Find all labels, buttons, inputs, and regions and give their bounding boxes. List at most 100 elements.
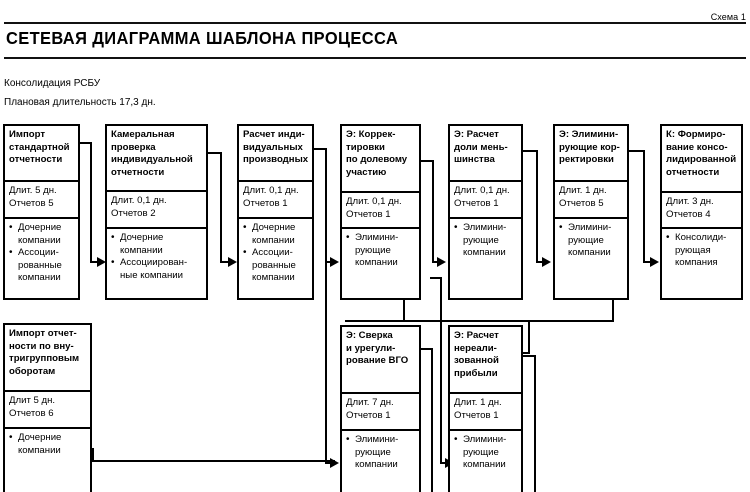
title-line: стандартной <box>9 141 70 153</box>
box-title: Э: Расчет нереали- зованной прибыли <box>450 327 521 392</box>
title-line: лидированной <box>666 154 737 166</box>
title-line: доли мень- <box>454 141 508 153</box>
arrow-to-box5 <box>437 257 446 267</box>
box-participants: Дочерние компании Ассоции- рованные комп… <box>239 217 312 287</box>
box-title: К: Формиро- вание консо- лидированной от… <box>662 126 741 191</box>
rail-box4-down <box>403 300 405 322</box>
process-box-minority-share[interactable]: Э: Расчет доли мень- шинства Длит. 0,1 д… <box>448 124 523 300</box>
connector-6-in <box>643 261 653 263</box>
box-participants: Элимини- рующие компании <box>342 227 419 272</box>
rail-intragroup-down <box>92 448 94 462</box>
duration-text: Длит. 0,1 дн. <box>111 195 167 206</box>
header-rule-bottom <box>4 57 746 59</box>
process-box-consolidated-reporting[interactable]: К: Формиро- вание консо- лидированной от… <box>660 124 743 300</box>
title-line: прибыли <box>454 367 498 379</box>
connector-4-top <box>420 160 434 162</box>
duration-text: Длит. 1 дн. <box>454 397 502 408</box>
process-box-eliminating-adjustments[interactable]: Э: Элимини- рующие кор- ректировки Длит.… <box>553 124 629 300</box>
process-box-import-standard[interactable]: Импорт стандартной отчетности Длит. 5 дн… <box>3 124 80 300</box>
connector-4-in <box>432 261 440 263</box>
box-metrics: Длит. 0,1 дн. Отчетов 2 <box>107 190 206 227</box>
process-box-desk-check[interactable]: Камеральная проверка индивидуальной отче… <box>105 124 208 300</box>
arrow-to-box3 <box>228 257 237 267</box>
title-line: вание консо- <box>666 141 728 153</box>
title-line: ректировки <box>559 154 614 166</box>
box-title: Камеральная проверка индивидуальной отче… <box>107 126 206 190</box>
rail-intragroup-right <box>92 460 335 462</box>
title-line: проверка <box>111 141 156 153</box>
connector-1-top <box>79 142 92 144</box>
reports-text: Отчетов 5 <box>559 197 604 209</box>
rail-box4-left <box>345 320 405 322</box>
box-title: Импорт стандартной отчетности <box>5 126 78 180</box>
title-line: и урегули- <box>346 342 396 354</box>
connector-6-vert <box>643 150 645 262</box>
process-box-vgo-reconciliation[interactable]: Э: Сверка и урегули- рование ВГО Длит. 7… <box>340 325 421 492</box>
title-line: Э: Расчет <box>454 330 499 341</box>
box-metrics: Длит. 5 дн. Отчетов 5 <box>5 180 78 217</box>
subtitle-process-name: Консолидация РСБУ <box>4 78 101 89</box>
box-title: Э: Сверка и урегули- рование ВГО <box>342 327 419 392</box>
process-box-import-intragroup[interactable]: Импорт отчет- ности по вну- тригрупповым… <box>3 323 92 492</box>
connector-2-vert <box>220 152 222 262</box>
box-metrics: Длит. 1 дн. Отчетов 5 <box>555 180 627 217</box>
participant-item: Ассоции- рованные компании <box>9 247 74 285</box>
box-title: Э: Коррек- тировки по долевому участию <box>342 126 419 191</box>
reports-text: Отчетов 1 <box>346 409 391 421</box>
title-line: тригрупповым <box>9 353 80 365</box>
reports-text: Отчетов 1 <box>346 208 391 220</box>
duration-text: Длит. 1 дн. <box>559 185 607 196</box>
title-line: рующие кор- <box>559 141 620 153</box>
title-line: К: Формиро- <box>666 129 726 140</box>
box-metrics: Длит. 0,1 дн. Отчетов 1 <box>450 180 521 217</box>
title-line: по долевому <box>346 154 408 166</box>
title-line: индивидуальной <box>111 154 193 166</box>
title-line: оборотам <box>9 365 56 377</box>
duration-text: Длит. 0,1 дн. <box>346 196 402 207</box>
connector-2-in <box>220 261 230 263</box>
arrow-to-vgo <box>330 458 339 468</box>
title-line: отчетности <box>666 166 720 178</box>
connector-5-vert <box>536 150 538 262</box>
title-line: рование ВГО <box>346 355 409 367</box>
connector-5-in <box>536 261 545 263</box>
participant-item: Ассоции- рованные компании <box>243 247 308 285</box>
reports-text: Отчетов 1 <box>454 197 499 209</box>
process-box-equity-adjustments[interactable]: Э: Коррек- тировки по долевому участию Д… <box>340 124 421 300</box>
rail-row2-top <box>403 320 614 322</box>
process-box-unrealized-profit[interactable]: Э: Расчет нереали- зованной прибыли Длит… <box>448 325 523 492</box>
rail-vgo-stub <box>420 348 433 350</box>
box-participants: Элимини- рующие компании <box>555 217 627 262</box>
duration-text: Длит. 7 дн. <box>346 397 394 408</box>
participant-item: Ассоциирован- ные компании <box>111 257 202 282</box>
rail-unrealized-in <box>521 352 530 354</box>
rail-unrealized-stub <box>522 355 536 357</box>
reports-text: Отчетов 6 <box>9 407 54 419</box>
connector-3-vert <box>325 148 327 464</box>
box-title: Э: Элимини- рующие кор- ректировки <box>555 126 627 180</box>
participant-item: Элимини- рующие компании <box>559 222 623 260</box>
participant-item: Консолиди- рующая компания <box>666 232 737 270</box>
process-box-calc-individual-derivatives[interactable]: Расчет инди- видуальных производных Длит… <box>237 124 314 300</box>
reports-text: Отчетов 1 <box>454 409 499 421</box>
title-line: производных <box>243 154 309 166</box>
title-line: Э: Элимини- <box>559 129 619 140</box>
box-participants: Консолиди- рующая компания <box>662 227 741 272</box>
box-participants: Элимини- рующие компании <box>450 429 521 474</box>
title-line: Импорт <box>9 129 46 140</box>
title-line: отчетности <box>111 166 165 178</box>
arrow-to-box6 <box>542 257 551 267</box>
rail-to-unrealized <box>528 320 530 352</box>
title-line: Расчет инди- <box>243 129 305 140</box>
rail-box5-stub <box>430 277 442 279</box>
box-title: Импорт отчет- ности по вну- тригрупповым… <box>5 325 90 390</box>
title-line: ности по вну- <box>9 340 74 352</box>
title-line: зованной <box>454 355 499 367</box>
participant-item: Элимини- рующие компании <box>454 434 517 472</box>
box-participants: Дочерние компании <box>5 427 90 459</box>
participant-item: Дочерние компании <box>9 221 74 247</box>
title-line: Э: Расчет <box>454 129 499 140</box>
title-line: Э: Коррек- <box>346 129 396 140</box>
box-metrics: Длит. 1 дн. Отчетов 1 <box>450 392 521 429</box>
